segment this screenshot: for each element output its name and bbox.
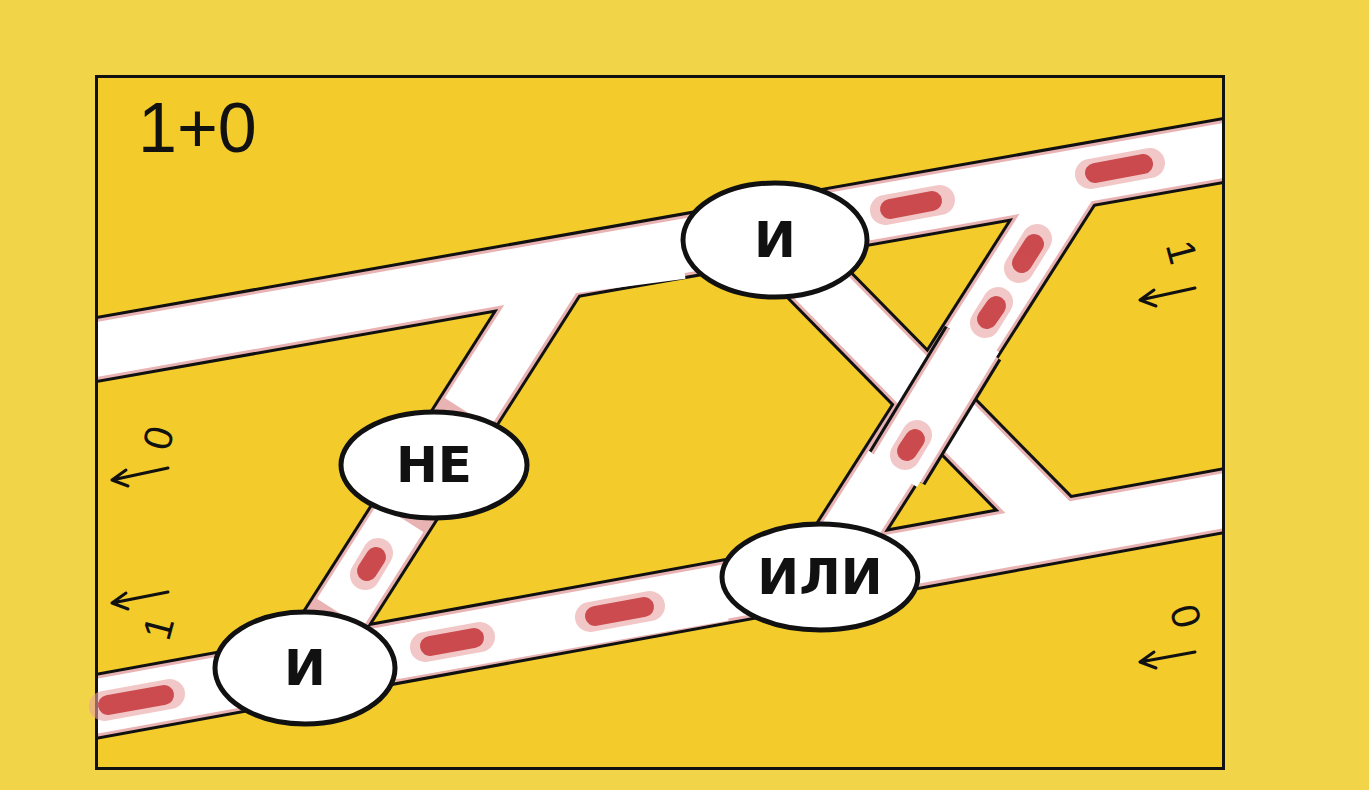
- logic-gate: И: [680, 180, 870, 300]
- logic-gate: НЕ: [338, 409, 530, 521]
- pipe-connector: [468, 252, 682, 412]
- gate-label: И: [754, 215, 796, 265]
- pipe-connector: [395, 594, 724, 652]
- gate-label: НЕ: [396, 440, 472, 490]
- pipe-connector: [340, 518, 401, 614]
- gate-label: ИЛИ: [757, 552, 882, 602]
- pipe-crossing: [894, 338, 976, 473]
- signal-arrows: [112, 288, 1195, 668]
- logic-gate: И: [212, 609, 398, 727]
- logic-gate: ИЛИ: [719, 521, 921, 633]
- diagram-title: 1+0: [138, 88, 257, 168]
- gate-label: И: [284, 643, 326, 693]
